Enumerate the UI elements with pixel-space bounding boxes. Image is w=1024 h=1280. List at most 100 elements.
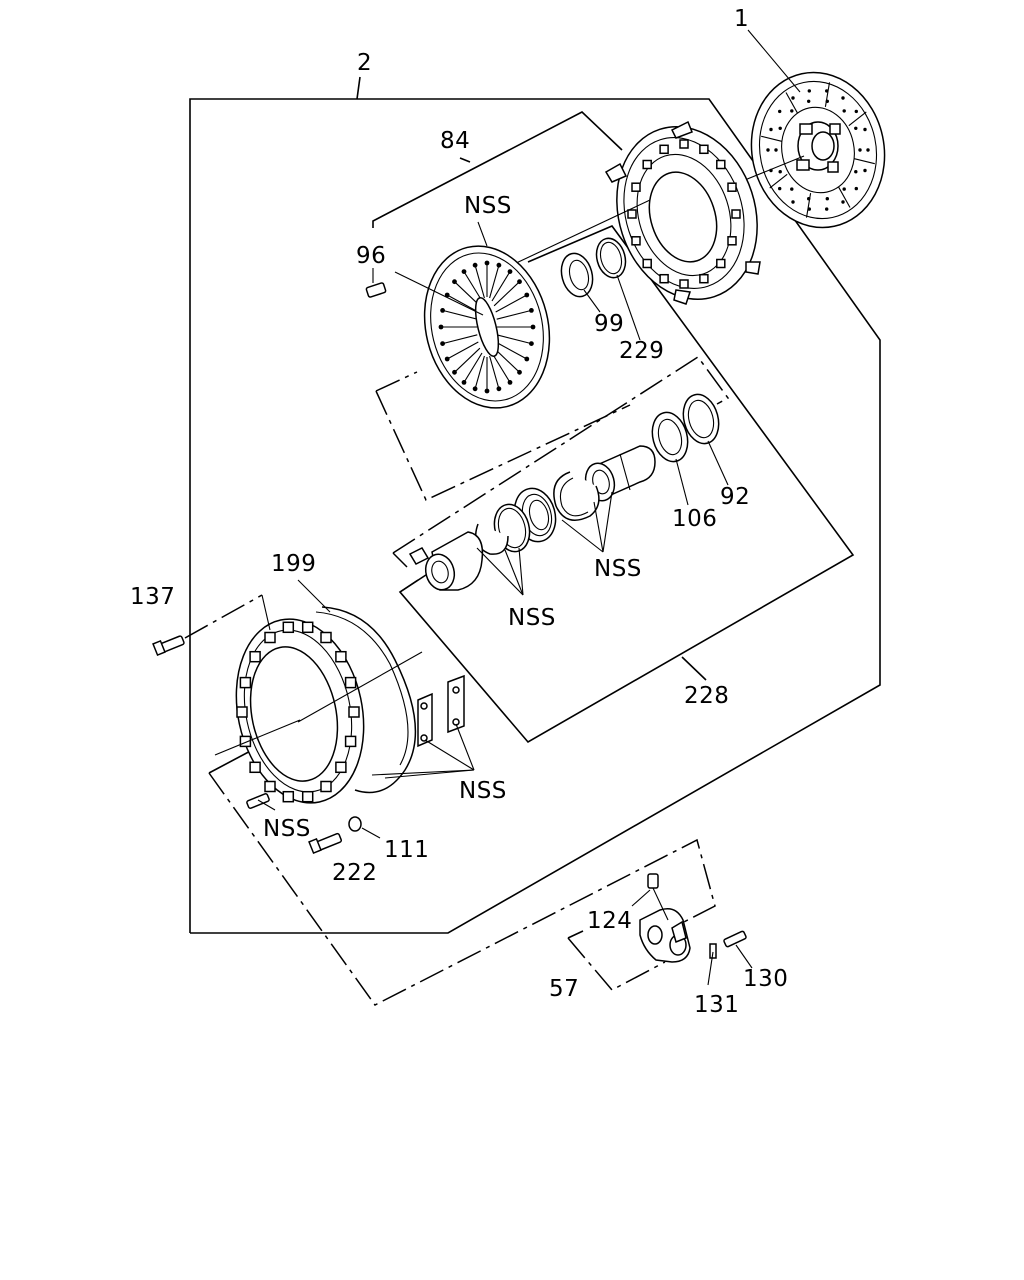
disc-groove	[848, 111, 867, 127]
label-130: 130	[743, 966, 788, 992]
label-nss-mid1: NSS	[594, 556, 642, 582]
spring-finger	[442, 334, 478, 345]
label-nss-left: NSS	[263, 816, 311, 842]
disc-dot	[841, 96, 845, 100]
bolt-137	[152, 594, 271, 657]
cover-slot	[679, 279, 689, 289]
label-57: 57	[549, 976, 579, 1002]
finger-hole	[484, 260, 490, 266]
spring-finger	[446, 341, 479, 360]
disc-groove	[805, 193, 812, 218]
disc-dot	[769, 127, 773, 132]
finger-hole	[461, 380, 467, 385]
spring-finger	[495, 341, 528, 360]
leader-lines	[257, 29, 801, 986]
spring-finger	[463, 271, 483, 302]
spring-finger	[493, 347, 520, 373]
finger-hole	[452, 369, 457, 375]
disc-dot	[778, 109, 782, 114]
label-92: 92	[720, 484, 750, 510]
spring-finger	[489, 265, 500, 299]
finger-hole	[496, 262, 502, 268]
disc-dot	[774, 148, 778, 152]
seal-99	[560, 252, 601, 313]
cover-slot	[679, 139, 689, 149]
release-fork	[639, 908, 691, 963]
finger-hole	[529, 341, 534, 346]
disc-dot	[791, 96, 795, 100]
cover-slot	[727, 236, 737, 246]
pin-96	[365, 268, 387, 298]
label-2: 2	[357, 50, 372, 76]
housing-rib	[282, 790, 295, 803]
housing-rib	[249, 761, 261, 774]
disc-dot	[842, 187, 846, 191]
disc-dot	[778, 170, 782, 174]
washer-106	[651, 411, 689, 506]
cover-slot	[731, 209, 741, 219]
label-228: 228	[684, 683, 729, 709]
disc-dot	[854, 186, 858, 191]
housing-rib	[249, 650, 261, 663]
housing-rib	[348, 706, 360, 718]
disc-dot	[842, 109, 846, 113]
label-84: 84	[440, 128, 470, 154]
assembly-frame-2	[189, 76, 881, 934]
disc-dot	[854, 170, 858, 174]
disc-dot	[807, 99, 811, 104]
cover-slot	[659, 144, 669, 155]
housing-rib	[344, 676, 357, 689]
spring-finger	[463, 352, 483, 383]
finger-hole	[472, 262, 478, 268]
bolt-nss-left	[246, 793, 270, 809]
label-229: 229	[619, 338, 664, 364]
finger-hole	[440, 341, 445, 346]
spring-finger	[454, 281, 481, 307]
housing-rib	[335, 650, 347, 663]
finger-hole	[507, 380, 513, 385]
finger-hole	[452, 279, 457, 285]
washer-131	[709, 943, 717, 959]
cover-slot	[627, 209, 637, 219]
cover-slot	[727, 182, 737, 192]
disc-dot	[863, 168, 867, 173]
label-96: 96	[356, 243, 386, 269]
spring-finger	[491, 271, 511, 302]
disc-dot	[858, 148, 862, 152]
finger-hole	[438, 324, 444, 330]
disc-dot	[790, 109, 794, 113]
housing-rib	[320, 780, 332, 793]
label-137: 137	[130, 584, 175, 610]
finger-hole	[484, 388, 490, 394]
disc-dot	[866, 148, 870, 152]
cover-slot	[659, 273, 669, 284]
nut-111	[348, 816, 381, 839]
disc-dot	[825, 207, 829, 211]
spring-finger	[446, 294, 479, 313]
cover-slot	[631, 236, 641, 246]
housing-rib	[236, 706, 248, 718]
label-99: 99	[594, 311, 624, 337]
bolt-222	[308, 832, 343, 855]
disc-dot	[863, 127, 867, 132]
disc-dot	[790, 187, 794, 191]
part-labels: 1 2 84 NSS 96 99 229 106 92 NSS NSS 199 …	[130, 6, 788, 1018]
label-nss-mid2: NSS	[508, 605, 556, 631]
diaphragm-spring	[394, 245, 551, 409]
disc-groove	[854, 158, 875, 165]
label-nss-right: NSS	[459, 778, 507, 804]
disc-dot	[854, 109, 858, 114]
finger-hole	[530, 324, 536, 330]
cover-slot	[642, 159, 652, 170]
housing-rib	[301, 621, 314, 634]
housing-rib	[264, 780, 276, 793]
label-106: 106	[672, 506, 717, 532]
label-222: 222	[332, 860, 377, 886]
finger-hole	[444, 356, 450, 362]
finger-hole	[440, 308, 445, 313]
bracket-plates	[371, 674, 475, 779]
housing-rib	[239, 676, 252, 689]
disc-groove	[769, 173, 788, 189]
disc-dot	[825, 197, 829, 201]
